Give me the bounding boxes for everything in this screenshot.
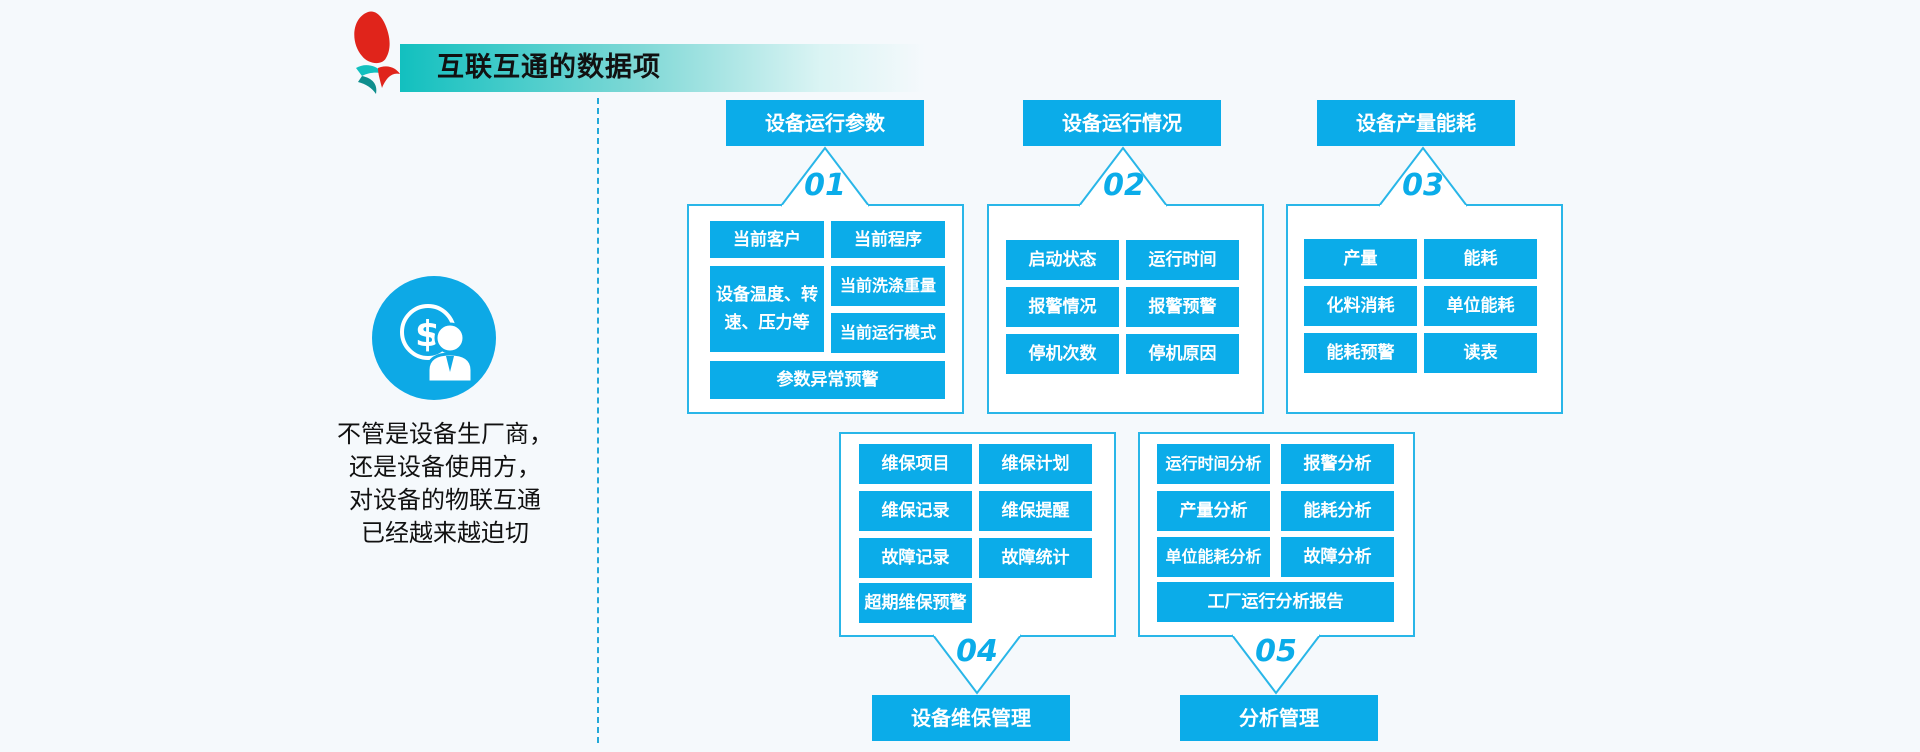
- data-item-cell: 能耗: [1424, 239, 1537, 279]
- data-item-cell: 启动状态: [1006, 240, 1119, 280]
- page-title: 互联互通的数据项: [437, 52, 661, 83]
- intro-text: 不管是设备生厂商， 还是设备使用方， 对设备的物联互通 已经越来越迫切: [300, 418, 590, 550]
- group-05-notch: [1231, 633, 1321, 695]
- group-02-notch: [1078, 146, 1168, 208]
- group-03-number: 03: [1402, 168, 1444, 203]
- data-item-cell: 设备温度、转速、压力等: [710, 266, 824, 352]
- group-01-header: 设备运行参数: [726, 100, 924, 146]
- data-item-cell: 故障分析: [1281, 537, 1394, 577]
- data-item-cell: 故障统计: [979, 538, 1092, 578]
- intro-line: 不管是设备生厂商，: [337, 420, 553, 448]
- data-item-cell: 能耗预警: [1304, 333, 1417, 373]
- group-02-number: 02: [1103, 168, 1145, 203]
- dashed-divider: [597, 98, 599, 743]
- data-item-cell: 当前洗涤重量: [831, 266, 945, 306]
- money-user-icon: $: [372, 276, 496, 400]
- data-item-cell: 超期维保预警: [859, 583, 972, 623]
- data-item-cell: 维保项目: [859, 444, 972, 484]
- data-item-cell: 维保提醒: [979, 491, 1092, 531]
- data-item-cell: 报警情况: [1006, 287, 1119, 327]
- data-item-cell: 报警预警: [1126, 287, 1239, 327]
- data-item-cell: 报警分析: [1281, 444, 1394, 484]
- group-04-header: 设备维保管理: [872, 695, 1070, 741]
- group-05-header: 分析管理: [1180, 695, 1378, 741]
- group-03-header: 设备产量能耗: [1317, 100, 1515, 146]
- intro-line: 对设备的物联互通: [349, 486, 541, 514]
- title-band: [400, 44, 925, 92]
- data-item-cell: 当前运行模式: [831, 313, 945, 353]
- data-item-cell: 故障记录: [859, 538, 972, 578]
- data-item-cell: 读表: [1424, 333, 1537, 373]
- red-ribbon-logo: [354, 11, 400, 94]
- group-03-notch: [1378, 146, 1468, 208]
- group-01-number: 01: [804, 168, 846, 203]
- group-04-notch: [932, 633, 1022, 695]
- data-item-cell: 化料消耗: [1304, 286, 1417, 326]
- data-item-cell: 停机次数: [1006, 334, 1119, 374]
- group-04-number: 04: [956, 634, 998, 669]
- group-02-header: 设备运行情况: [1023, 100, 1221, 146]
- data-item-cell: 单位能耗: [1424, 286, 1537, 326]
- data-item-cell: 能耗分析: [1281, 491, 1394, 531]
- data-item-cell: 参数异常预警: [710, 361, 945, 399]
- data-item-cell: 当前程序: [831, 221, 945, 258]
- data-item-cell: 维保记录: [859, 491, 972, 531]
- data-item-cell: 产量分析: [1157, 491, 1270, 531]
- intro-line: 还是设备使用方，: [349, 453, 541, 481]
- data-item-cell: 单位能耗分析: [1157, 537, 1270, 577]
- data-item-cell: 运行时间分析: [1157, 444, 1270, 484]
- data-item-cell: 产量: [1304, 239, 1417, 279]
- data-item-cell: 停机原因: [1126, 334, 1239, 374]
- data-item-cell: 工厂运行分析报告: [1157, 582, 1394, 622]
- intro-line: 已经越来越迫切: [361, 519, 529, 547]
- data-item-cell: 当前客户: [710, 221, 824, 258]
- data-item-cell: 运行时间: [1126, 240, 1239, 280]
- data-item-cell: 维保计划: [979, 444, 1092, 484]
- group-01-notch: [780, 146, 870, 208]
- group-05-number: 05: [1255, 634, 1297, 669]
